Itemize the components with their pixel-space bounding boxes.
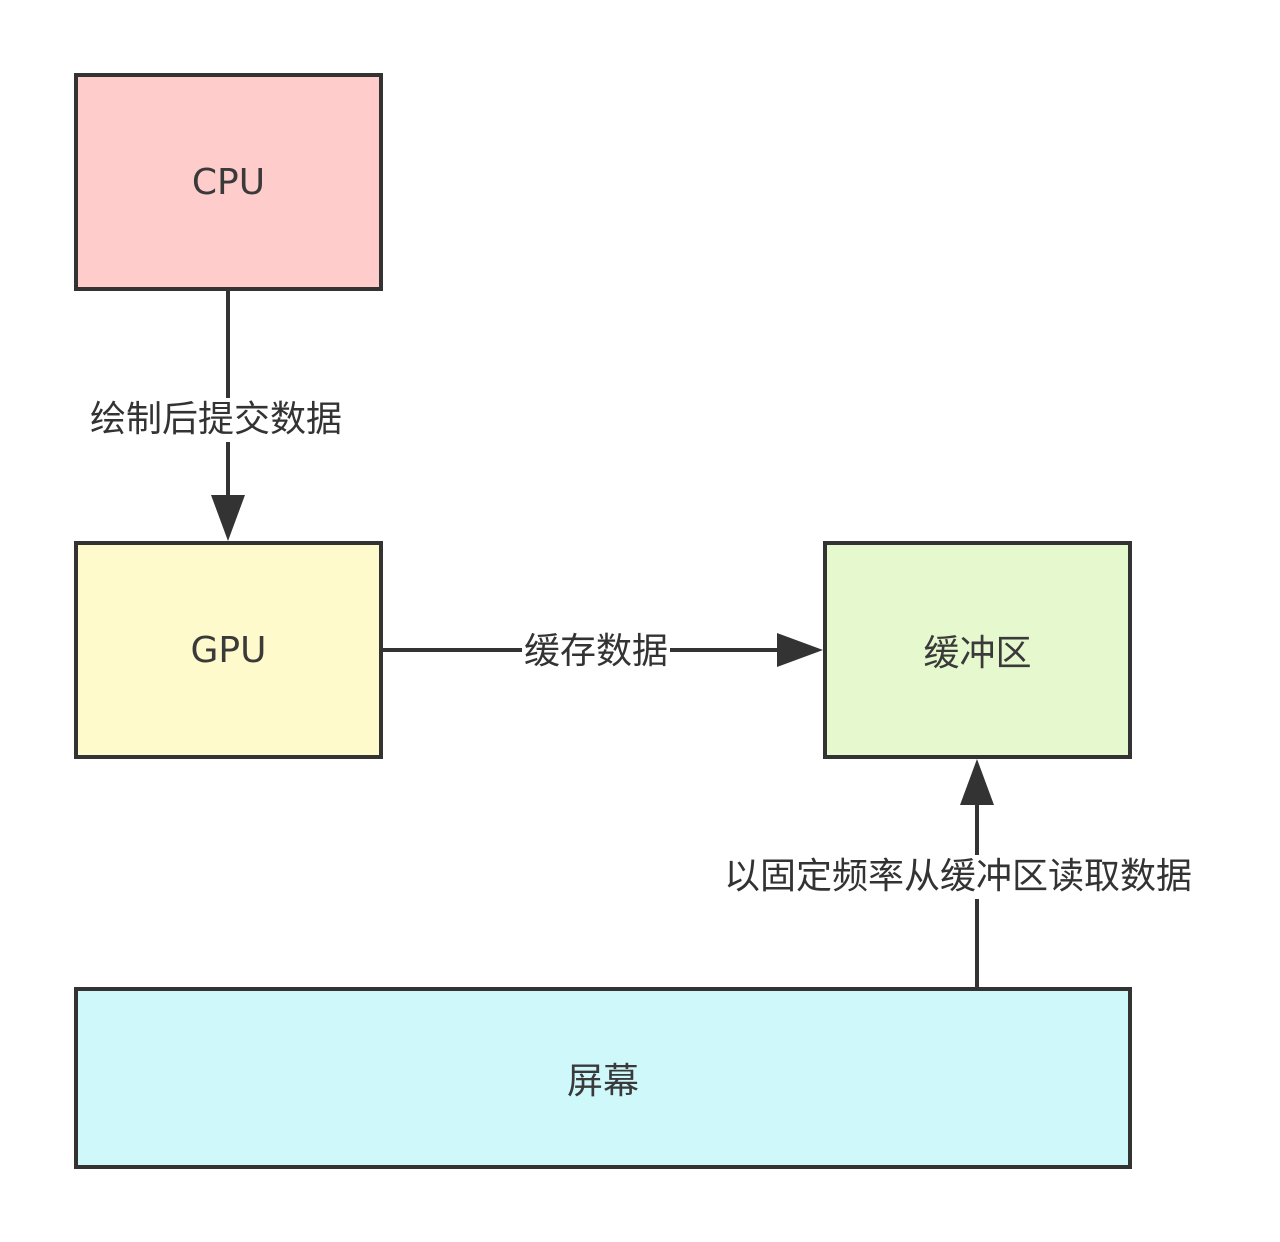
edge-label-screen-to-buffer: 以固定频率从缓冲区读取数据 [722, 855, 1195, 899]
arrowhead-cpu-to-gpu [211, 495, 245, 541]
edge-label-cpu-to-gpu: 绘制后提交数据 [88, 398, 345, 442]
arrowhead-gpu-to-buffer [777, 633, 823, 667]
screen-label: 屏幕 [566, 1061, 639, 1102]
cpu-node: CPU [74, 73, 383, 291]
buffer-label: 缓冲区 [923, 633, 1032, 674]
screen-node: 屏幕 [74, 987, 1132, 1169]
buffer-node: 缓冲区 [823, 541, 1132, 759]
gpu-label: GPU [190, 629, 267, 671]
arrowhead-screen-to-buffer [960, 759, 994, 805]
cpu-label: CPU [191, 161, 266, 203]
edge-label-gpu-to-buffer: 缓存数据 [522, 630, 671, 674]
gpu-node: GPU [74, 541, 383, 759]
